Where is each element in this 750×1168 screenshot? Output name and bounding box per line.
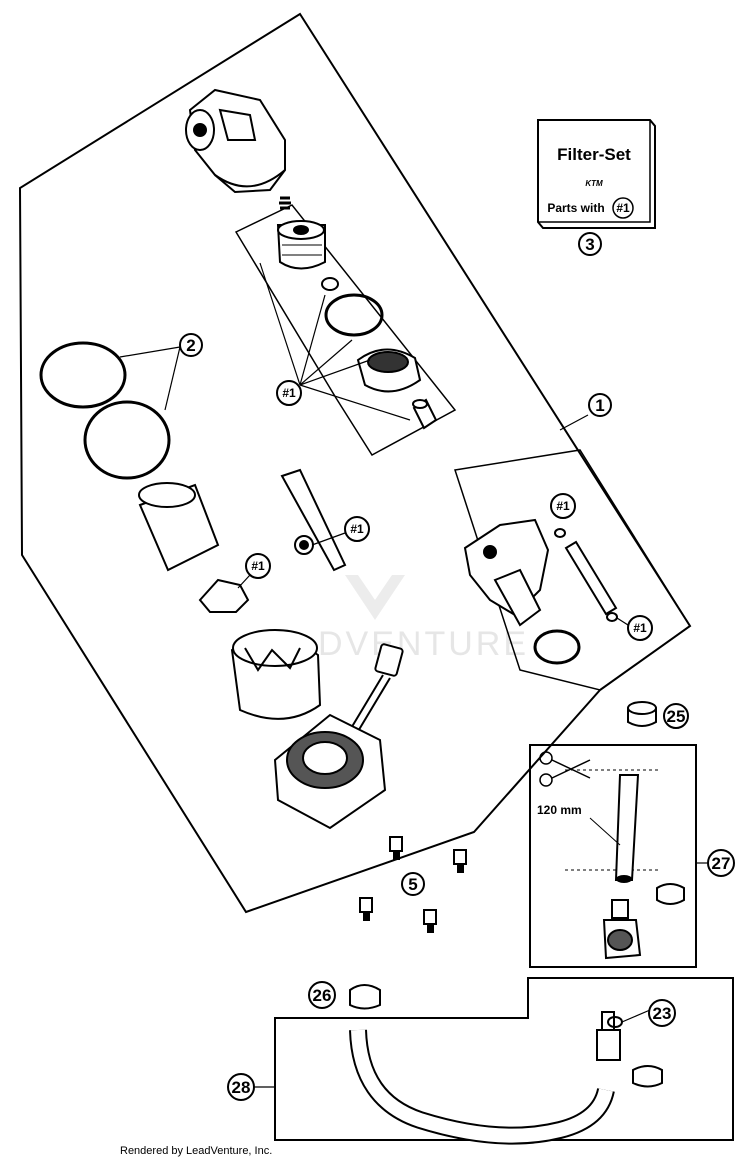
svg-text:26: 26	[313, 986, 332, 1005]
ref-callout-tube: #1	[616, 615, 653, 641]
svg-text:27: 27	[712, 854, 731, 873]
cut-tube	[614, 774, 640, 881]
pump-housing	[230, 629, 322, 720]
screw	[359, 897, 373, 921]
short-tube	[412, 398, 438, 430]
pump-flange	[273, 713, 387, 830]
screws	[359, 836, 467, 933]
svg-text:#1: #1	[556, 499, 570, 513]
wire-connector	[349, 643, 404, 734]
callout-2: 2	[179, 333, 203, 357]
callout-1: 1	[588, 393, 612, 417]
svg-text:#1: #1	[633, 621, 647, 635]
svg-text:25: 25	[667, 707, 686, 726]
svg-text:23: 23	[653, 1004, 672, 1023]
pressure-regulator-disc	[356, 348, 422, 393]
screw	[423, 909, 437, 933]
small-clip	[294, 535, 314, 555]
strainer	[280, 468, 347, 572]
ref-leader-lines	[259, 262, 411, 421]
ref-callout-bracket: #1	[237, 553, 271, 589]
pump-head	[185, 88, 286, 194]
svg-text:28: 28	[232, 1078, 251, 1097]
long-tube	[564, 540, 618, 616]
measure-label: 120 mm	[537, 803, 582, 817]
regulator-body	[463, 518, 550, 627]
footer-credit: Rendered by LeadVenture, Inc.	[120, 1145, 273, 1157]
o-ring-large	[324, 293, 384, 337]
hose-clamp-25	[627, 701, 657, 727]
fuel-hose	[349, 1029, 615, 1145]
filter-set-box: Filter-Set KTM Parts with #1	[537, 119, 656, 229]
screw	[453, 849, 467, 873]
small-o-ring-right-upper	[554, 528, 566, 538]
svg-text:#1: #1	[350, 522, 364, 536]
ktm-logo: KTM	[585, 179, 603, 188]
scissors-icon	[539, 751, 591, 787]
fitting	[602, 899, 642, 960]
callout-23-leader	[621, 1009, 651, 1023]
svg-text:#1: #1	[251, 559, 265, 573]
retaining-bracket	[198, 578, 250, 613]
callout-3: 3	[578, 232, 602, 256]
ref-callout-strainer: #1	[311, 516, 370, 546]
hose-kit-box-27: 120 mm	[529, 744, 697, 968]
ref-callout-filter: #1	[276, 380, 302, 406]
callout-1-leader	[559, 414, 589, 431]
screw	[389, 836, 403, 860]
o-ring-right	[533, 629, 581, 665]
callout-27: 27	[707, 849, 735, 877]
callout-25: 25	[663, 703, 689, 729]
large-seal-ring-upper	[39, 341, 127, 409]
ref-callout-regulator: #1	[550, 493, 576, 519]
hose-kit-box-28	[274, 977, 734, 1141]
parts-with-label: Parts with	[547, 201, 604, 215]
hose-clamp-26	[349, 984, 381, 1010]
fuel-filter	[276, 220, 326, 270]
watermark: DVENTURE	[318, 575, 529, 663]
callout-2-leaders	[119, 346, 181, 411]
large-seal-ring-lower	[83, 400, 171, 480]
filter-set-title: Filter-Set	[557, 145, 631, 164]
watermark-text: DVENTURE	[318, 625, 529, 663]
callout-26: 26	[308, 981, 336, 1009]
callout-5: 5	[401, 872, 425, 896]
svg-text:1: 1	[595, 396, 604, 415]
small-o-ring	[321, 277, 339, 291]
svg-text:3: 3	[585, 235, 594, 254]
small-o-ring-right-lower	[606, 612, 618, 622]
hose-clamp-28	[632, 1065, 663, 1088]
svg-text:2: 2	[186, 336, 195, 355]
svg-text:5: 5	[408, 875, 417, 894]
callout-28: 28	[227, 1073, 255, 1101]
parts-with-ref: #1	[616, 201, 630, 215]
svg-text:#1: #1	[282, 386, 296, 400]
pump-sleeve	[138, 482, 220, 572]
callout-23: 23	[648, 999, 676, 1027]
regulator-group-outline	[454, 449, 692, 691]
small-spring	[279, 196, 291, 210]
